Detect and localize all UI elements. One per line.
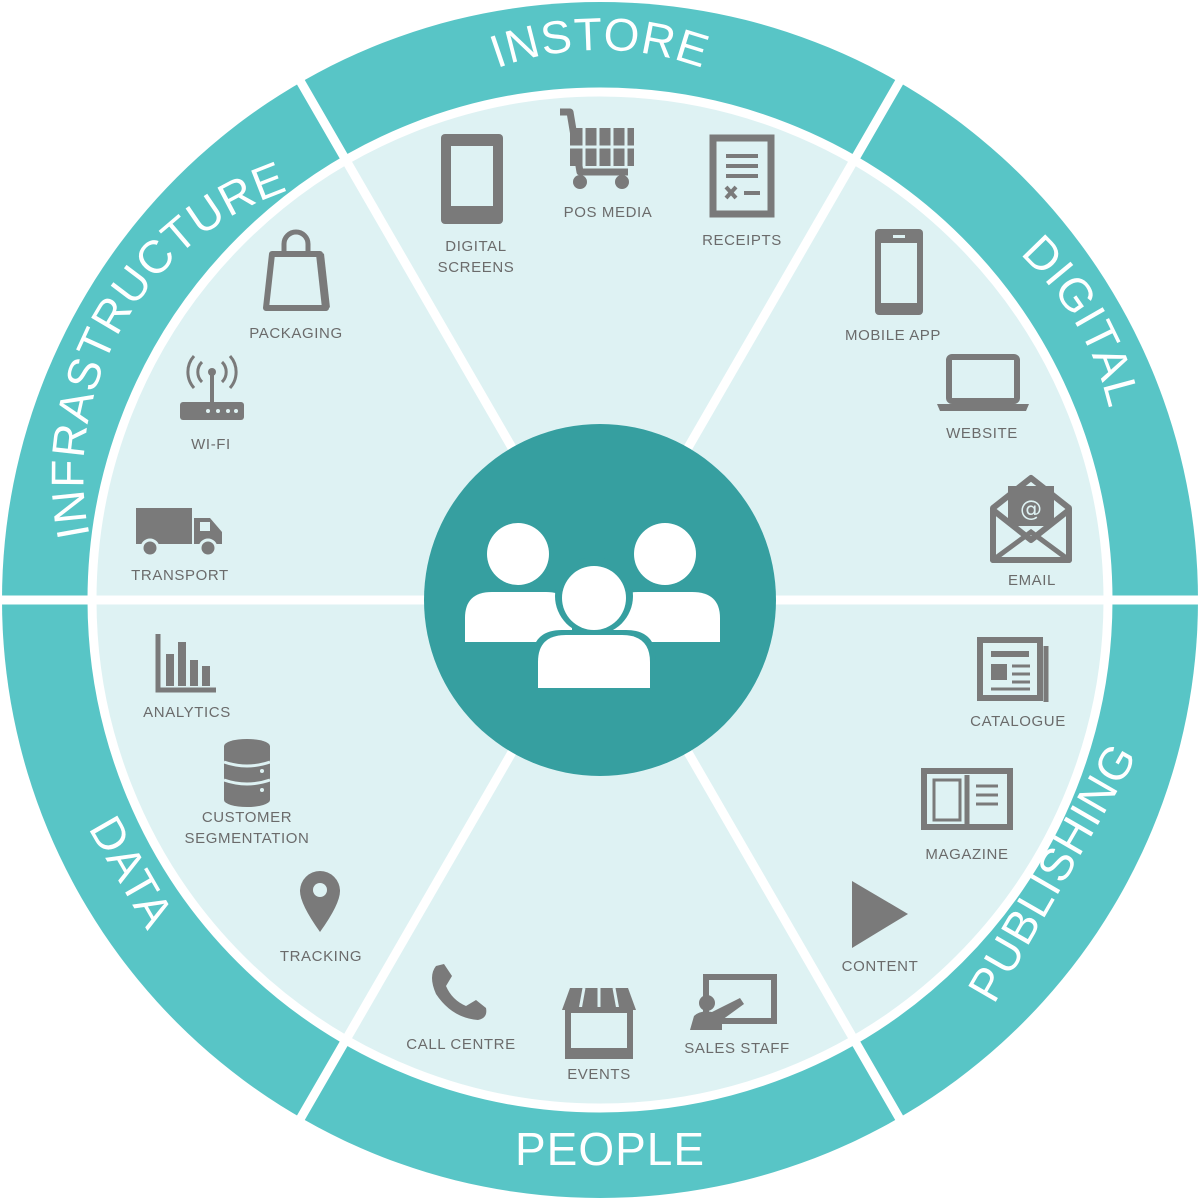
tablet-icon <box>441 134 503 224</box>
item-receipts: RECEIPTS <box>702 134 782 249</box>
item-packaging: PACKAGING <box>249 229 342 342</box>
svg-text:MAGAZINE: MAGAZINE <box>925 846 1008 863</box>
market-stall-icon <box>562 987 636 1059</box>
svg-text:WEBSITE: WEBSITE <box>946 425 1018 442</box>
item-catalogue: CATALOGUE <box>970 637 1066 730</box>
item-transport: TRANSPORT <box>131 508 229 584</box>
smartphone-icon <box>875 229 923 315</box>
svg-text:PACKAGING: PACKAGING <box>249 325 342 342</box>
svg-text:CONTENT: CONTENT <box>842 958 919 975</box>
svg-text:CALL CENTRE: CALL CENTRE <box>406 1036 515 1053</box>
svg-text:SEGMENTATION: SEGMENTATION <box>185 830 310 847</box>
map-pin-icon <box>300 871 340 932</box>
database-icon <box>223 739 271 807</box>
segment-title-people: PEOPLE <box>515 1123 705 1175</box>
item-digital-screens: DIGITAL SCREENS <box>438 134 515 276</box>
router-icon <box>180 355 244 420</box>
item-analytics: ANALYTICS <box>143 634 231 721</box>
item-website: WEBSITE <box>937 354 1029 442</box>
svg-text:TRACKING: TRACKING <box>280 948 362 965</box>
svg-text:EMAIL: EMAIL <box>1008 572 1056 589</box>
svg-text:CATALOGUE: CATALOGUE <box>970 713 1066 730</box>
item-events: EVENTS <box>562 987 636 1083</box>
laptop-icon <box>937 354 1029 411</box>
item-customer-segmentation: CUSTOMER SEGMENTATION <box>185 739 310 847</box>
item-wifi: WI-FI <box>180 355 244 453</box>
truck-icon <box>136 508 222 558</box>
item-sales-staff: SALES STAFF <box>684 974 790 1057</box>
item-content: CONTENT <box>842 881 919 975</box>
play-icon <box>852 881 908 948</box>
svg-text:POS MEDIA: POS MEDIA <box>564 204 653 221</box>
svg-text:SCREENS: SCREENS <box>438 259 515 276</box>
svg-text:RECEIPTS: RECEIPTS <box>702 232 782 249</box>
shopping-bag-icon <box>263 229 330 311</box>
newspaper-icon <box>977 637 1049 702</box>
svg-text:ANALYTICS: ANALYTICS <box>143 704 231 721</box>
presenter-icon <box>690 974 777 1030</box>
item-magazine: MAGAZINE <box>921 768 1013 863</box>
inner-boundary <box>87 87 1113 1113</box>
receipt-icon <box>709 134 775 218</box>
people-group-icon <box>465 523 720 692</box>
svg-text:TRANSPORT: TRANSPORT <box>131 567 229 584</box>
phone-icon <box>432 964 487 1020</box>
svg-text:MOBILE APP: MOBILE APP <box>845 327 941 344</box>
shopping-cart-icon <box>560 108 634 189</box>
envelope-icon: @ <box>990 475 1072 563</box>
svg-text:CUSTOMER: CUSTOMER <box>202 809 292 826</box>
bar-chart-icon <box>155 634 216 693</box>
svg-text:DIGITAL: DIGITAL <box>445 238 506 255</box>
item-email: @ EMAIL <box>990 475 1072 589</box>
item-pos-media: POS MEDIA <box>560 108 653 221</box>
item-mobile-app: MOBILE APP <box>845 229 941 344</box>
item-tracking: TRACKING <box>280 871 362 965</box>
svg-text:EVENTS: EVENTS <box>567 1066 631 1083</box>
open-book-icon <box>921 768 1013 830</box>
svg-text:@: @ <box>1020 497 1042 522</box>
svg-text:SALES STAFF: SALES STAFF <box>684 1040 790 1057</box>
item-call-centre: CALL CENTRE <box>406 964 515 1053</box>
svg-text:WI-FI: WI-FI <box>191 436 231 453</box>
